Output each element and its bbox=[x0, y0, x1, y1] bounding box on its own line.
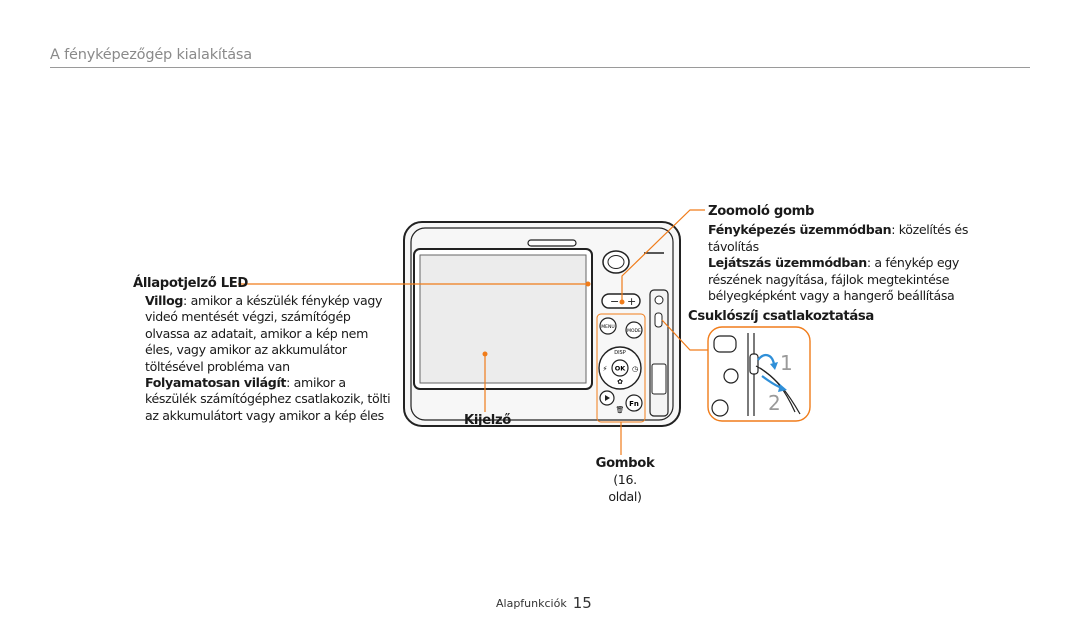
zoom-lever: − + bbox=[601, 293, 641, 309]
led-blink-label: Villog bbox=[145, 293, 184, 308]
strap-detail-inset: 1 2 bbox=[707, 326, 811, 422]
zoom-shooting-label: Fényképezés üzemmódban bbox=[708, 222, 892, 238]
led-leader-line bbox=[238, 281, 591, 287]
led-blink-text: : amikor a készülék fénykép vagy videó m… bbox=[145, 293, 383, 374]
mode-button-label: MODE bbox=[627, 328, 641, 334]
delete-icon: 🗑 bbox=[616, 405, 625, 414]
led-steady-label: Folyamatosan világít bbox=[145, 375, 287, 391]
buttons-callout: Gombok (16. oldal) bbox=[595, 456, 655, 505]
strap-step-1: 1 bbox=[780, 351, 793, 375]
shutter-button bbox=[527, 239, 577, 247]
zoom-minus-label: − bbox=[610, 295, 619, 308]
control-buttons: MENU MODE OK DISP ⚡ ◷ ✿ Fn 🗑 bbox=[596, 313, 646, 423]
page-number: 15 bbox=[572, 594, 592, 612]
timer-icon: ◷ bbox=[632, 365, 639, 373]
strap-step-2: 2 bbox=[768, 391, 781, 415]
zoom-callout-body: Fényképezés üzemmódban: közelítés és táv… bbox=[708, 222, 1013, 304]
flash-icon: ⚡ bbox=[603, 365, 608, 373]
ok-button bbox=[611, 359, 629, 377]
disp-label: DISP bbox=[614, 350, 626, 356]
macro-icon: ✿ bbox=[617, 378, 623, 386]
buttons-callout-subtitle: (16. oldal) bbox=[608, 472, 642, 504]
display-leader-line bbox=[482, 351, 488, 412]
display-screen bbox=[413, 248, 593, 390]
page-footer: Alapfunkciók 15 bbox=[496, 593, 592, 612]
zoom-shooting-text: : közelítés és távolítás bbox=[708, 222, 969, 254]
power-dial bbox=[602, 250, 630, 274]
buttons-callout-title: Gombok bbox=[595, 456, 655, 471]
strap-callout: Csuklószíj csatlakoztatása bbox=[688, 309, 874, 325]
header-divider bbox=[50, 67, 1030, 68]
zoom-leader-line bbox=[619, 209, 705, 305]
led-callout-title: Állapotjelző LED bbox=[133, 276, 249, 291]
ok-button-label: OK bbox=[615, 365, 627, 373]
led-steady-text: : amikor a készülék számítógéphez csatla… bbox=[145, 375, 391, 423]
zoom-playback-text: : a fénykép egy részének nagyítása, fájl… bbox=[708, 255, 959, 304]
display-callout: Kijelző bbox=[464, 413, 511, 429]
menu-button-label: MENU bbox=[601, 324, 614, 330]
strap-leader-line bbox=[661, 319, 708, 351]
zoom-callout-title: Zoomoló gomb bbox=[708, 204, 815, 219]
mode-button bbox=[625, 321, 643, 339]
zoom-callout: Zoomoló gomb Fényképezés üzemmódban: köz… bbox=[708, 204, 1018, 304]
led-callout-body: Villog: amikor a készülék fénykép vagy v… bbox=[145, 293, 393, 424]
camera-side-panel bbox=[649, 289, 669, 417]
display-callout-title: Kijelző bbox=[464, 413, 512, 428]
strap-arrow-1 bbox=[757, 354, 776, 365]
fn-button-label: Fn bbox=[629, 400, 639, 408]
zoom-playback-label: Lejátszás üzemmódban bbox=[708, 255, 867, 271]
strap-eyelet bbox=[654, 312, 663, 328]
footer-section-label: Alapfunkciók bbox=[496, 597, 567, 610]
fn-button bbox=[625, 394, 643, 412]
page-title: A fényképezőgép kialakítása bbox=[50, 47, 252, 63]
zoom-plus-label: + bbox=[627, 295, 636, 308]
strap-callout-title: Csuklószíj csatlakoztatása bbox=[688, 309, 874, 324]
menu-button bbox=[599, 317, 617, 335]
